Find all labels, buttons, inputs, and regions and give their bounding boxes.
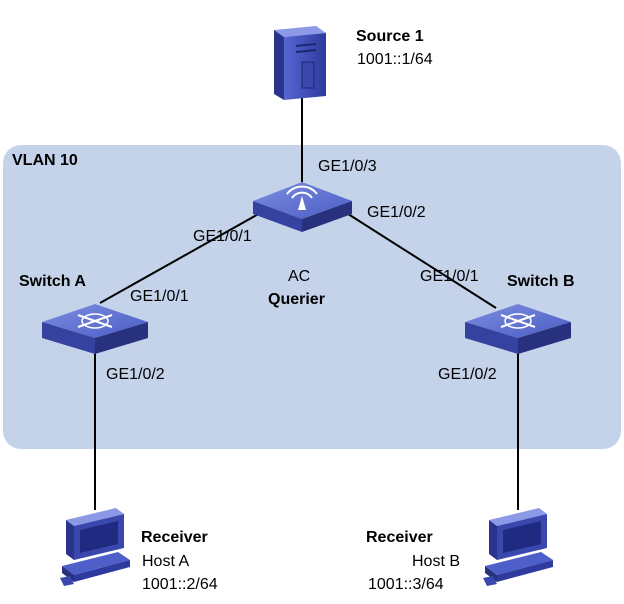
host-a-role: Receiver (141, 529, 208, 546)
host-b-name: Host B (412, 553, 461, 570)
switch-b-port-down: GE1/0/2 (438, 366, 497, 383)
ac-icon (253, 182, 352, 232)
links (94, 98, 519, 510)
ac-name: AC (288, 268, 311, 285)
source-ip: 1001::1/64 (357, 51, 433, 68)
ac-role: Querier (268, 291, 325, 308)
server-icon (274, 26, 326, 100)
switch-b-name: Switch B (507, 273, 575, 290)
link-ac-switch-a (99, 211, 263, 304)
switch-b-port-up: GE1/0/1 (420, 268, 479, 285)
ac-port-right: GE1/0/2 (367, 204, 426, 221)
host-b-computer-icon (483, 508, 553, 586)
host-a-ip: 1001::2/64 (142, 576, 218, 593)
switch-a-icon (42, 304, 148, 354)
switch-a-port-down: GE1/0/2 (106, 366, 165, 383)
host-b-role: Receiver (366, 529, 433, 546)
host-a-name: Host A (142, 553, 190, 570)
switch-b-icon (465, 304, 571, 354)
vlan-label: VLAN 10 (12, 152, 78, 169)
switch-a-port-up: GE1/0/1 (130, 288, 189, 305)
host-b-ip: 1001::3/64 (368, 576, 444, 593)
host-a-computer-icon (60, 508, 130, 586)
source-name: Source 1 (356, 28, 424, 45)
link-ac-switch-b (344, 211, 497, 309)
ac-port-left: GE1/0/1 (193, 228, 252, 245)
ac-port-up: GE1/0/3 (318, 158, 377, 175)
switch-a-name: Switch A (19, 273, 86, 290)
vlan-region (3, 145, 621, 449)
